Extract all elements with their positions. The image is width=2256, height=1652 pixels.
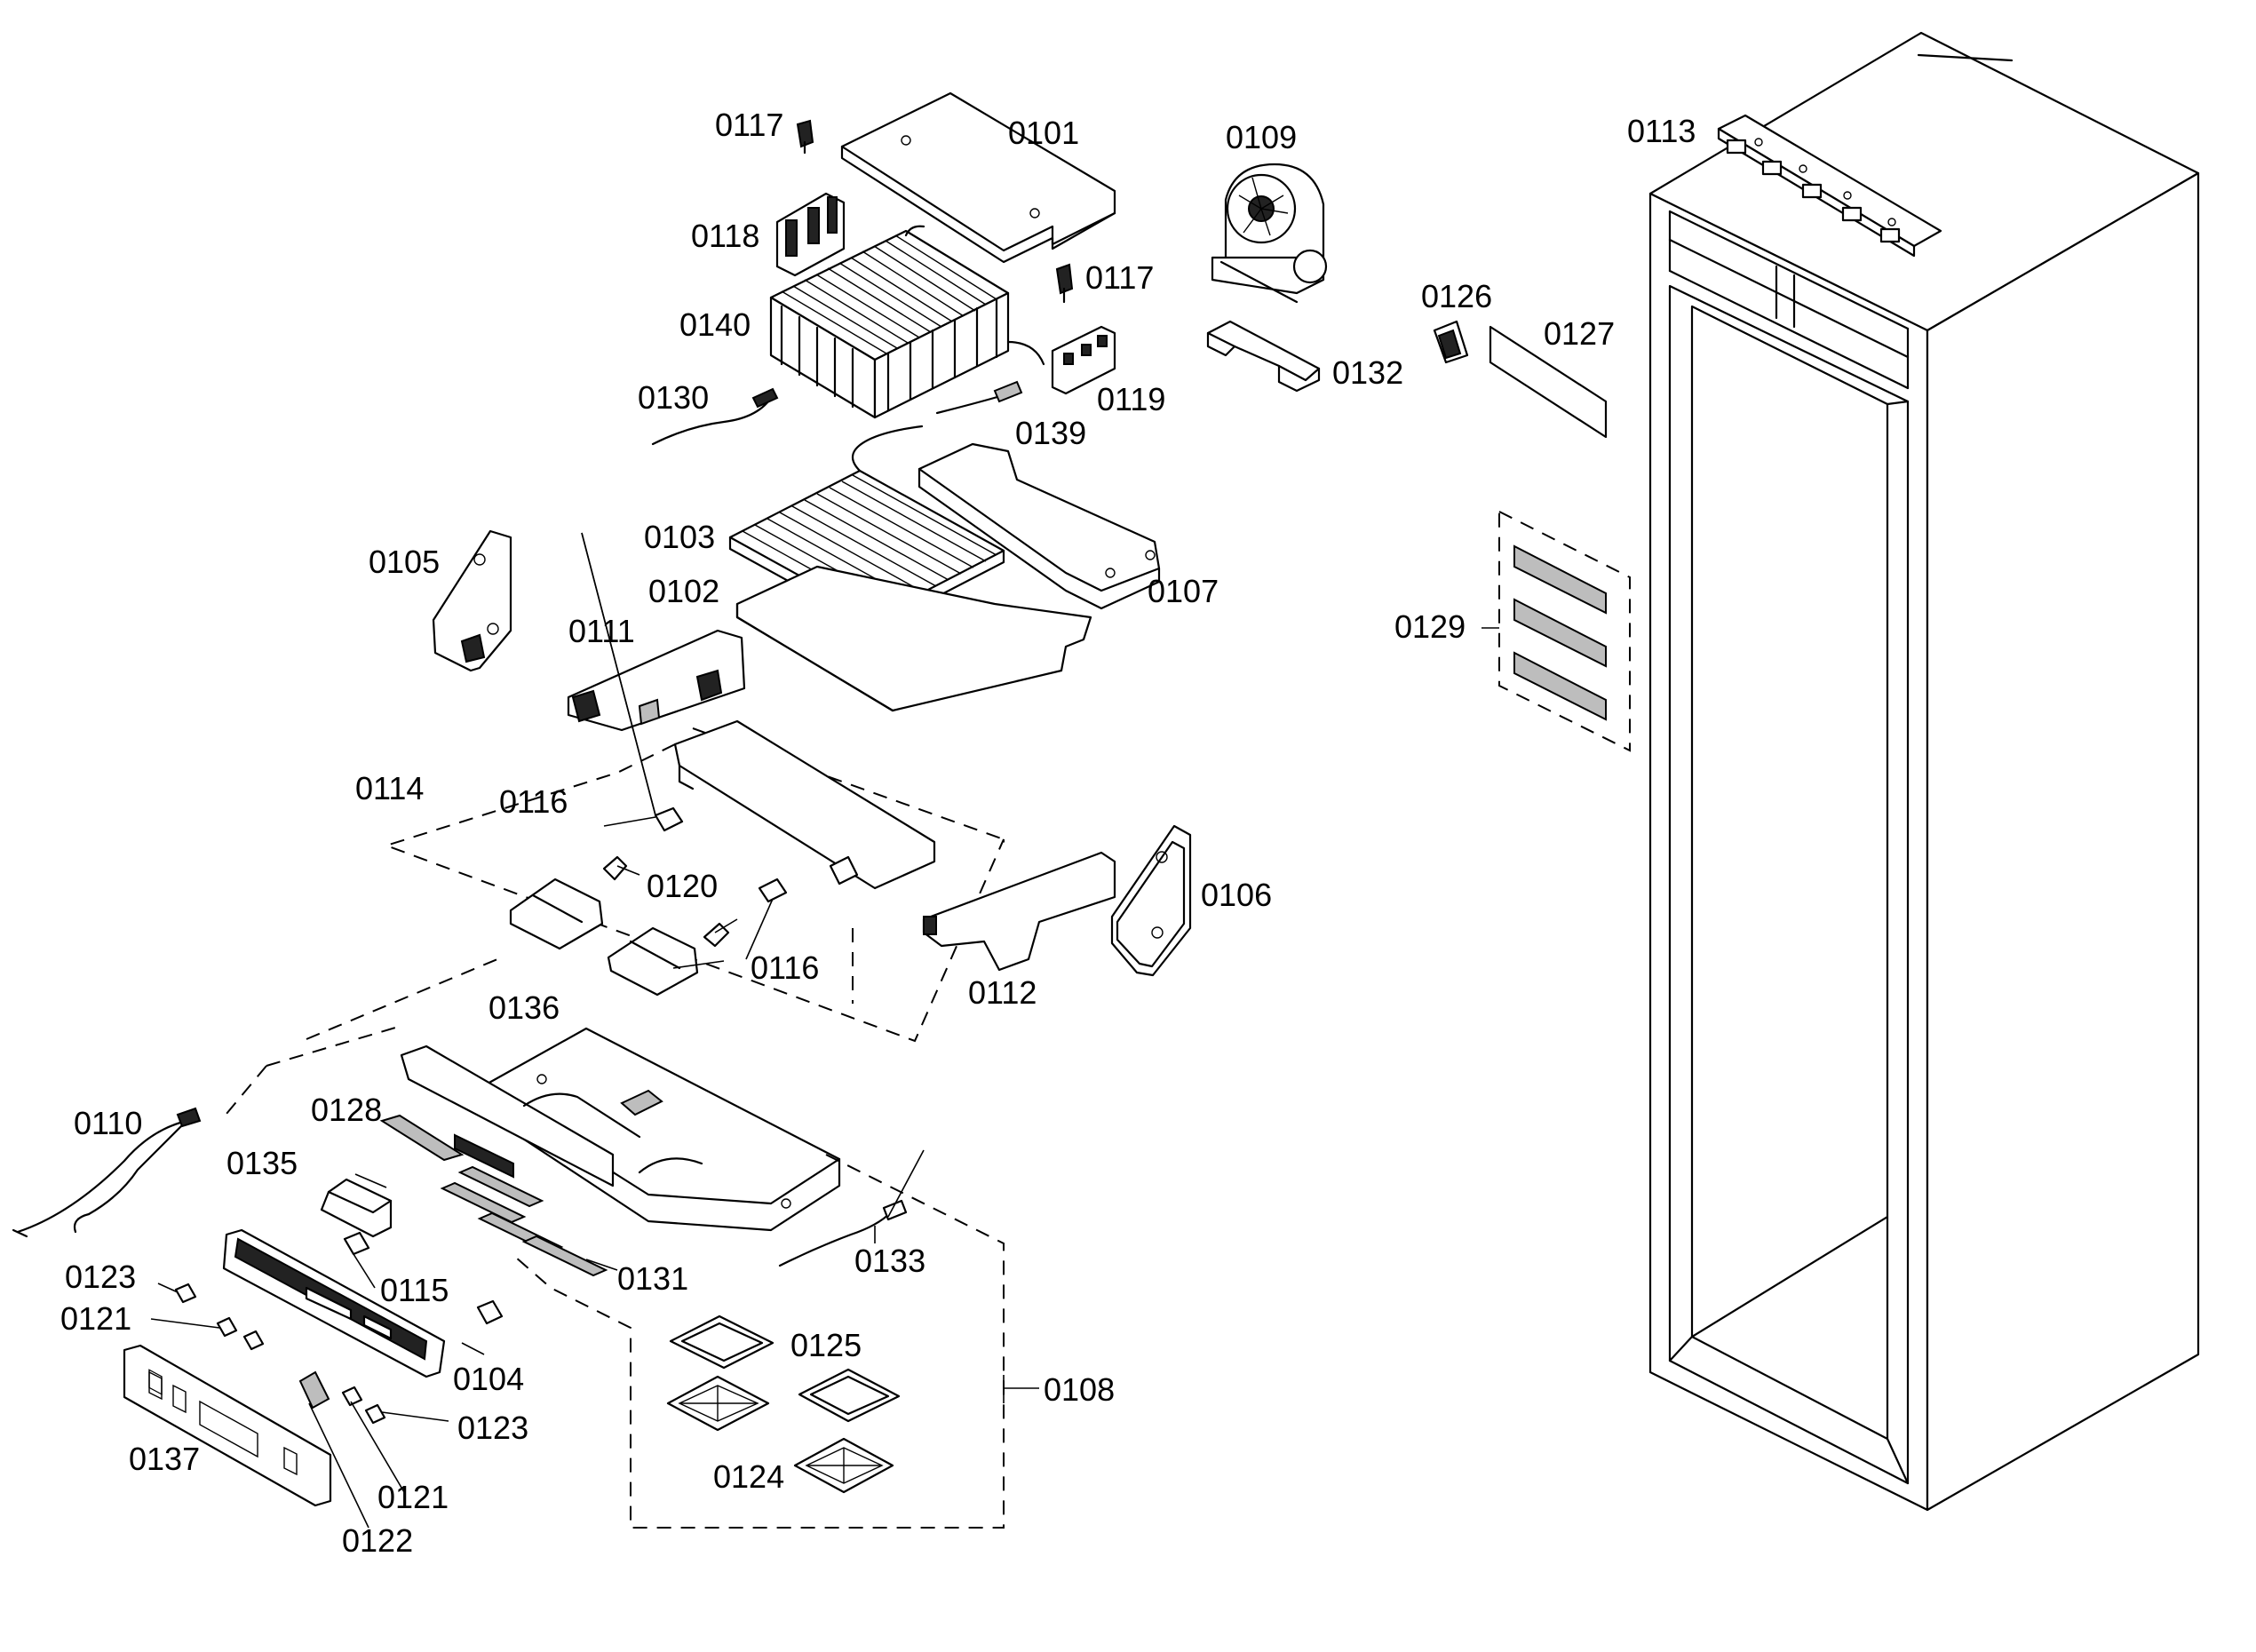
part-0127-plate: [1489, 325, 1608, 439]
label-0111: 0111: [568, 613, 635, 649]
label-0119: 0119: [1097, 381, 1165, 417]
label-0108: 0108: [1044, 1371, 1115, 1408]
label-0116-lower: 0116: [751, 949, 819, 986]
label-0130: 0130: [638, 379, 709, 416]
label-0117-upper: 0117: [715, 107, 783, 143]
part-0114-light-assembly: [383, 719, 1005, 1043]
label-0121-upper: 0121: [60, 1300, 131, 1337]
label-0137: 0137: [129, 1441, 200, 1477]
leader-lines: [150, 532, 925, 1529]
part-0113-bracket: [1717, 114, 1942, 258]
label-0135: 0135: [226, 1145, 298, 1181]
label-0121-lower: 0121: [377, 1479, 449, 1515]
label-0132: 0132: [1332, 354, 1403, 391]
label-0123-upper: 0123: [65, 1259, 136, 1295]
part-0131-strips: [440, 1165, 608, 1277]
part-0121-screws-upper: [216, 1316, 265, 1351]
label-0116-upper: 0116: [499, 783, 568, 820]
label-0126: 0126: [1421, 278, 1492, 314]
part-0136-control-housing: [400, 1027, 841, 1232]
label-0125: 0125: [790, 1327, 862, 1363]
label-0129: 0129: [1394, 608, 1466, 645]
label-0104: 0104: [453, 1361, 524, 1397]
part-0129-shelf-supports: [1481, 511, 1631, 752]
label-0113: 0113: [1627, 113, 1696, 149]
label-0128: 0128: [311, 1092, 382, 1128]
label-0117-lower: 0117: [1085, 259, 1154, 296]
label-0114: 0114: [355, 770, 424, 806]
label-0109: 0109: [1226, 119, 1297, 155]
part-0119-holder: [1051, 325, 1116, 395]
label-0101: 0101: [1008, 115, 1079, 151]
label-0102: 0102: [648, 573, 719, 609]
part-0110-wire-harness: [12, 1107, 202, 1238]
part-0139-sensor: [935, 380, 1023, 415]
part-0128-display-board: [379, 1114, 514, 1179]
label-0107: 0107: [1148, 573, 1219, 609]
cabinet-housing: [1648, 31, 2200, 1512]
label-0105: 0105: [369, 544, 440, 580]
part-0126-switch: [1433, 320, 1469, 364]
label-0127: 0127: [1544, 315, 1615, 352]
part-0111-bracket: [567, 629, 746, 732]
label-0140: 0140: [679, 306, 751, 343]
label-0118: 0118: [691, 218, 759, 254]
part-0123-screw-upper: [174, 1283, 197, 1304]
part-0135-bracket: [320, 1178, 393, 1238]
label-0139: 0139: [1015, 415, 1086, 451]
label-0110: 0110: [74, 1105, 142, 1141]
part-0108-filter-group: [221, 958, 1039, 1529]
part-0121-screw-lower: [341, 1386, 363, 1407]
part-labels: 0117 0101 0109 0113 0118 0117 0126 0127 …: [60, 107, 1696, 1559]
label-0136: 0136: [489, 989, 560, 1026]
part-0118-bracket: [775, 192, 846, 277]
part-0140-evaporator-coil: [769, 225, 1045, 419]
part-0117-clip-lower: [1055, 263, 1074, 304]
part-0106-bracket: [1110, 824, 1192, 977]
label-0112: 0112: [968, 974, 1037, 1011]
label-0123-lower: 0123: [457, 1410, 528, 1446]
part-0101-cover: [840, 91, 1116, 264]
part-0123-screw-lower: [364, 1403, 386, 1425]
part-0122-clip: [298, 1370, 330, 1410]
part-0117-clip-upper: [796, 119, 814, 155]
label-0122: 0122: [342, 1522, 413, 1559]
part-0109-fan-motor: [1211, 163, 1328, 304]
part-0102-tray: [735, 565, 1092, 712]
part-0112-bracket: [922, 851, 1116, 972]
part-0107-duct: [917, 442, 1161, 610]
label-0120: 0120: [647, 868, 718, 904]
part-0104-control-panel: [222, 1228, 446, 1378]
label-0124: 0124: [713, 1458, 784, 1495]
label-0103: 0103: [644, 519, 715, 555]
label-0115: 0115: [380, 1272, 449, 1308]
part-0115-knob: [343, 1231, 504, 1325]
label-0106: 0106: [1201, 877, 1272, 913]
part-0132-handle: [1206, 320, 1321, 393]
part-0137-panel-overlay: [123, 1344, 332, 1507]
label-0133: 0133: [854, 1243, 925, 1279]
part-0130-sensor: [651, 387, 779, 446]
part-0105-bracket: [432, 529, 512, 672]
label-0131: 0131: [617, 1260, 688, 1297]
